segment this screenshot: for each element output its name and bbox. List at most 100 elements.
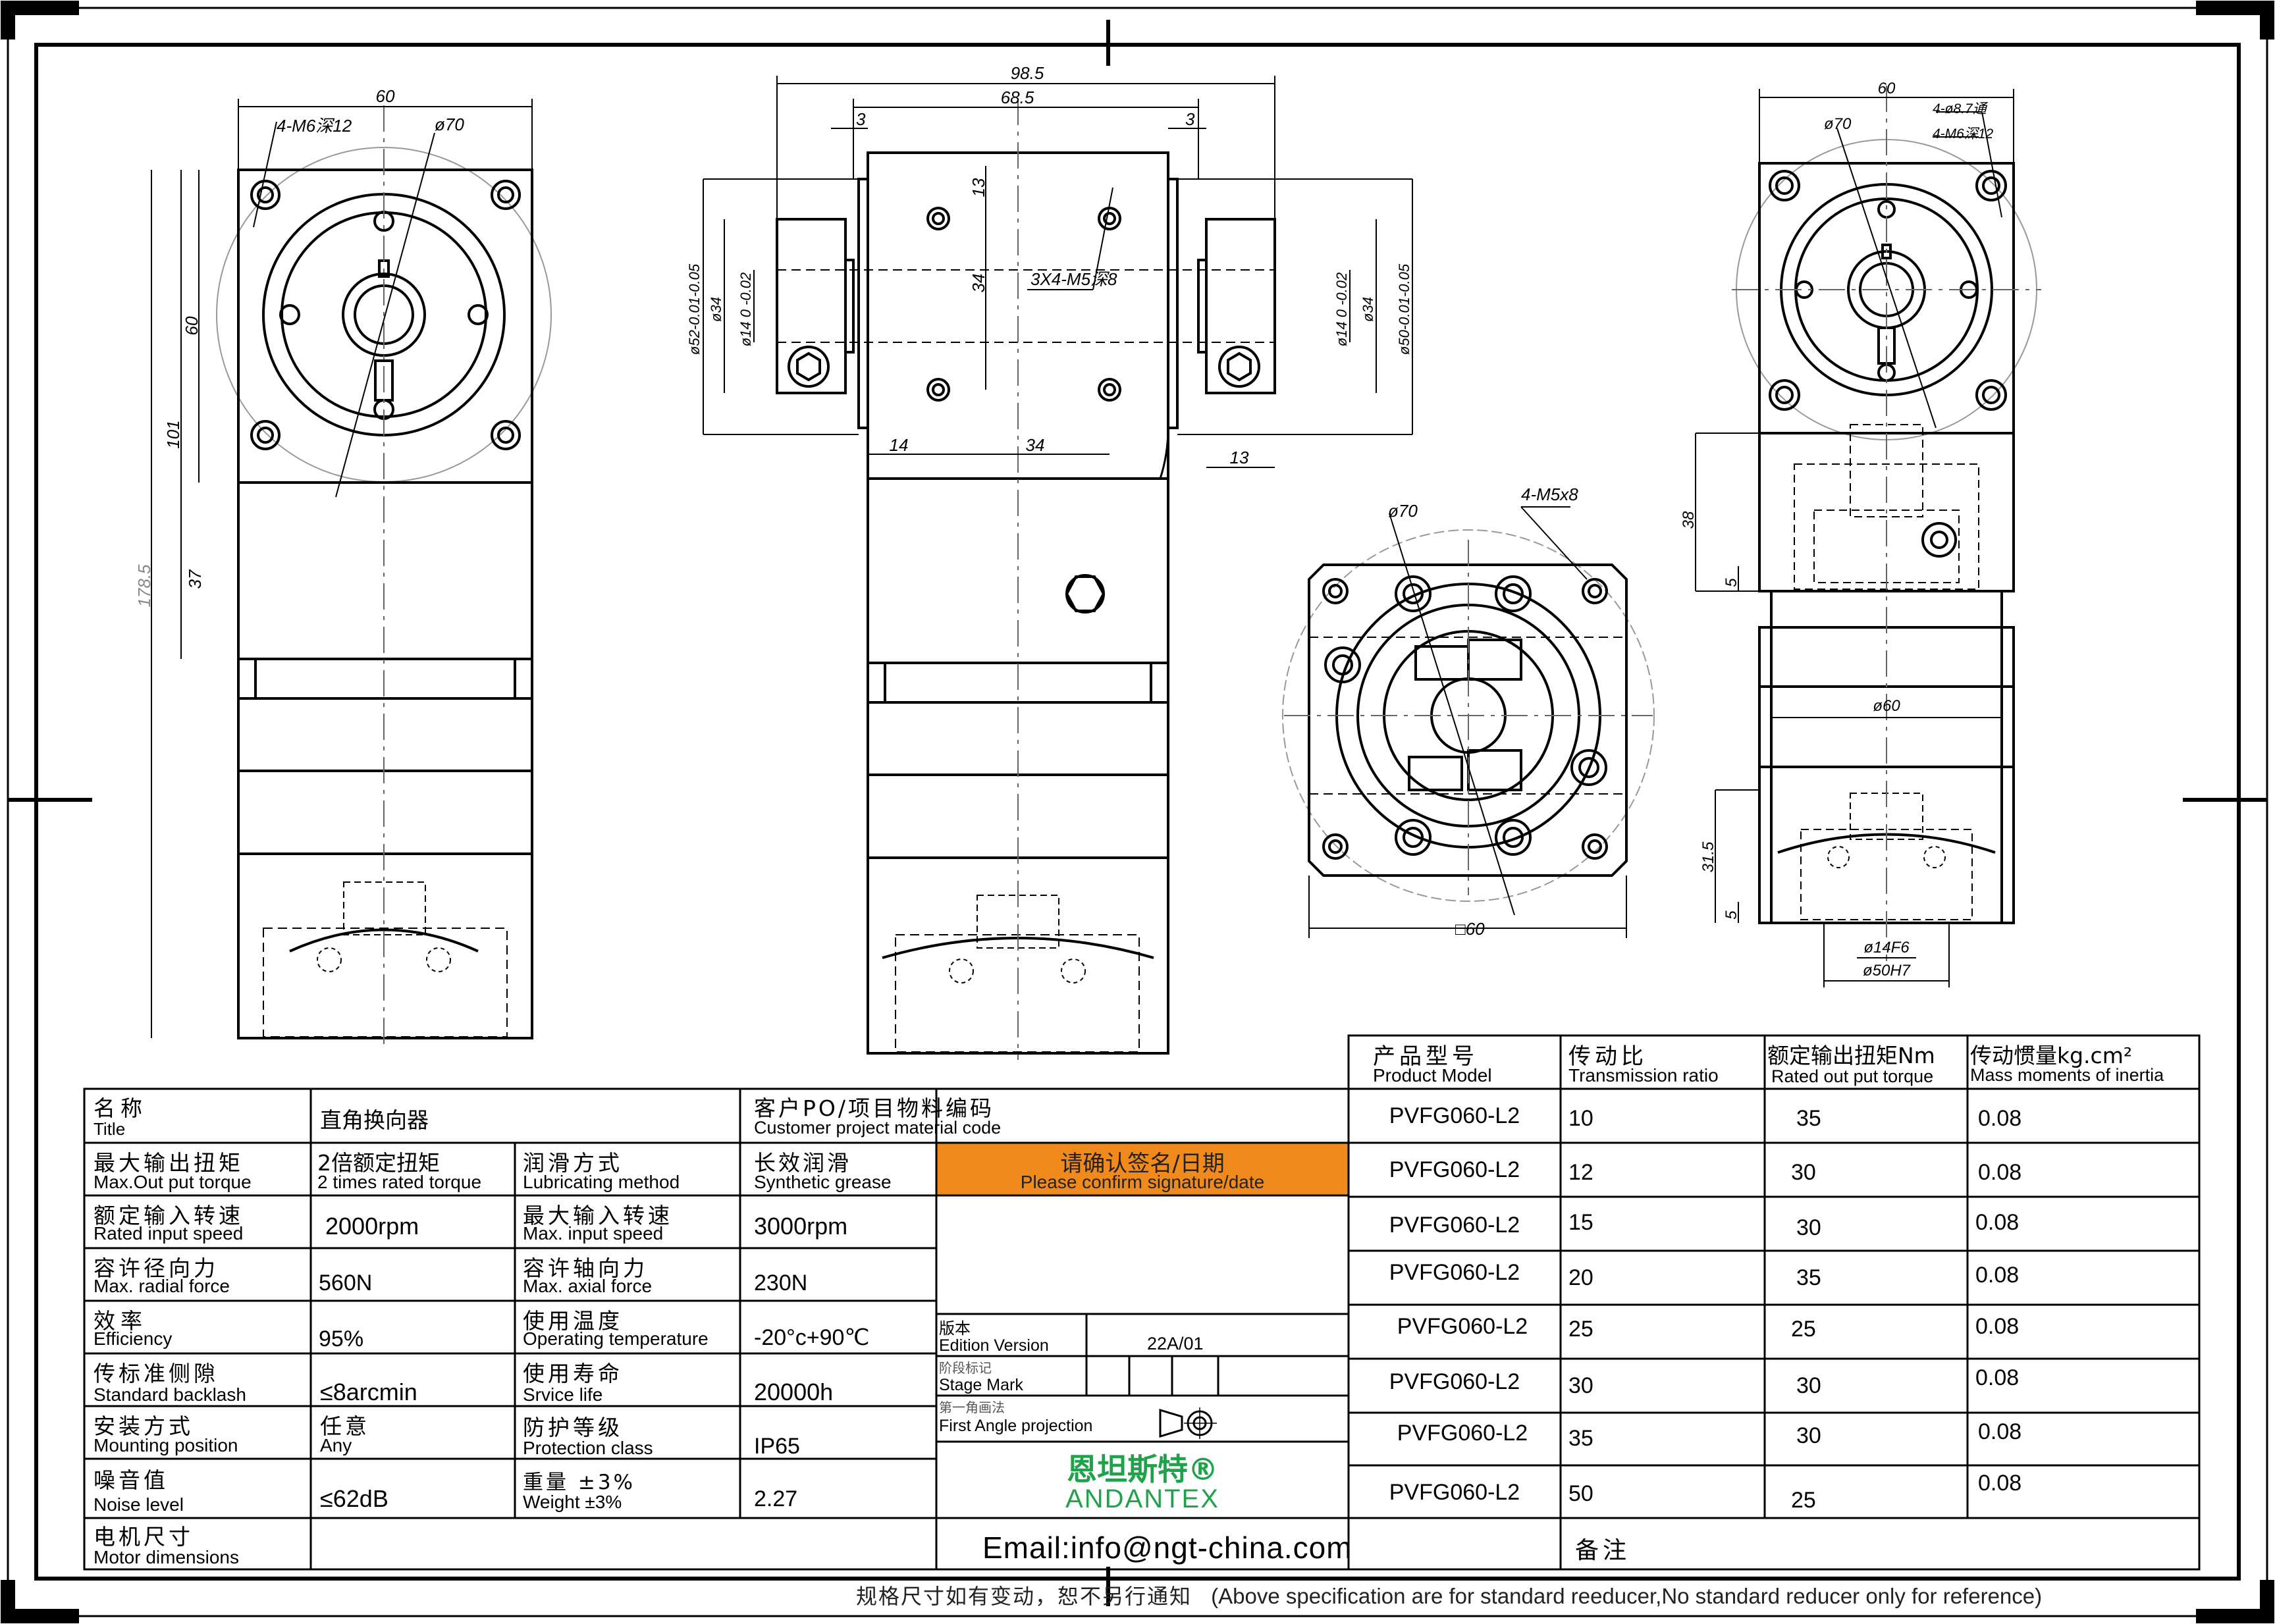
dim-gap-right: 3 bbox=[1185, 109, 1195, 129]
dim-tap-holes-b: 4-M5x8 bbox=[1521, 485, 1578, 504]
label-max-speed-cn: 最大输入转速 bbox=[523, 1203, 673, 1228]
table-row-1-inertia: 0.08 bbox=[1978, 1160, 2022, 1185]
dim-top-13: 13 bbox=[969, 178, 988, 197]
label-noise-en: Noise level bbox=[94, 1494, 184, 1515]
table-row-4-inertia: 0.08 bbox=[1975, 1314, 2020, 1339]
projection-cn: 第一角画法 bbox=[939, 1400, 1005, 1415]
dim-height-315: 31.5 bbox=[1700, 841, 1717, 872]
dim-circle-b: ø70 bbox=[1388, 501, 1418, 521]
dim-bottom-14: 14 bbox=[890, 435, 909, 455]
value-radial-force: 560N bbox=[319, 1270, 373, 1296]
confirm-cn: 请确认签名/日期 bbox=[1060, 1151, 1225, 1177]
dim-height-5b: 5 bbox=[1723, 910, 1740, 920]
contact-email[interactable]: Email:info@ngt-china.com bbox=[982, 1531, 1352, 1565]
value-lube-en: Synthetic grease bbox=[754, 1172, 892, 1192]
label-title-cn: 名称 bbox=[94, 1095, 147, 1121]
dim-d60: ø60 bbox=[1873, 697, 1900, 715]
dim-d50: ø50H7 bbox=[1863, 962, 1912, 980]
value-noise: ≤62dB bbox=[320, 1485, 388, 1512]
table-row-2-torque: 30 bbox=[1796, 1215, 1821, 1240]
dim-left-d2: ø34 bbox=[708, 297, 724, 322]
dim-tap-holes-c: 3X4-M5深8 bbox=[1030, 269, 1117, 289]
table-row-4-torque: 25 bbox=[1791, 1317, 1816, 1342]
label-title-en: Title bbox=[94, 1119, 126, 1139]
header-ratio-en: Transmission ratio bbox=[1568, 1065, 1719, 1086]
value-weight: 2.27 bbox=[754, 1486, 798, 1511]
label-rated-speed-en: Rated input speed bbox=[94, 1223, 244, 1244]
left-view bbox=[151, 99, 552, 1047]
table-row-5-ratio: 30 bbox=[1568, 1373, 1593, 1398]
label-efficiency-cn: 效率 bbox=[94, 1308, 147, 1334]
label-radial-force-en: Max. radial force bbox=[94, 1276, 230, 1296]
table-row-1-model: PVFG060-L2 bbox=[1389, 1157, 1520, 1182]
table-row-3-inertia: 0.08 bbox=[1975, 1263, 2020, 1288]
header-torque-cn: 额定输出扭矩Nm bbox=[1767, 1043, 1935, 1068]
bottom-view-labels: ø70 4-M5x8 □60 bbox=[1388, 485, 1578, 939]
edition-cn: 版本 bbox=[939, 1319, 971, 1338]
label-max-torque-en: Max.Out put torque bbox=[94, 1172, 252, 1192]
dim-right-d2: ø34 bbox=[1360, 297, 1376, 322]
right-view-labels: 60 4-ø8.7通 4-M6深12 ø70 38 5 ø60 31.5 5 ø… bbox=[1680, 80, 1994, 980]
dim-shaft-13: 13 bbox=[1230, 448, 1249, 467]
right-view bbox=[1695, 86, 2041, 987]
table-row-7-inertia: 0.08 bbox=[1978, 1471, 2022, 1496]
header-inertia-cn: 传动惯量kg.cm² bbox=[1970, 1043, 2133, 1068]
value-max-torque-en: 2 times rated torque bbox=[317, 1172, 482, 1192]
table-row-6-model: PVFG060-L2 bbox=[1397, 1421, 1528, 1446]
label-efficiency-en: Efficiency bbox=[94, 1328, 173, 1349]
brand-logo-cn: 恩坦斯特® bbox=[1067, 1452, 1218, 1487]
dim-holes-1: 4-ø8.7通 bbox=[1933, 101, 1989, 117]
brand-logo-en: ANDANTEX bbox=[1065, 1484, 1219, 1513]
table-row-1-ratio: 12 bbox=[1568, 1160, 1593, 1185]
value-title: 直角换向器 bbox=[320, 1107, 429, 1133]
table-row-3-torque: 35 bbox=[1796, 1265, 1821, 1290]
dim-left-d3: ø14 0 -0.02 bbox=[737, 273, 754, 347]
center-view bbox=[703, 76, 1413, 1060]
dim-d14: ø14F6 bbox=[1863, 939, 1910, 956]
value-mounting-cn: 任意 bbox=[320, 1413, 370, 1439]
table-row-5-inertia: 0.08 bbox=[1975, 1365, 2020, 1390]
table-row-6-torque: 30 bbox=[1796, 1423, 1821, 1448]
label-weight-cn: 重量 ±3% bbox=[523, 1471, 636, 1494]
label-temperature-cn: 使用温度 bbox=[523, 1308, 623, 1334]
label-lube-cn: 润滑方式 bbox=[523, 1150, 623, 1176]
bottom-flange-view bbox=[1282, 506, 1655, 938]
label-rated-speed-cn: 额定输入转速 bbox=[94, 1203, 244, 1228]
value-max-torque-cn: 2倍额定扭矩 bbox=[317, 1150, 440, 1176]
label-lube-en: Lubricating method bbox=[523, 1172, 680, 1192]
value-protection: IP65 bbox=[754, 1434, 800, 1459]
edition-en: Edition Version bbox=[939, 1336, 1049, 1355]
table-row-2-ratio: 15 bbox=[1568, 1210, 1593, 1235]
dim-height-5a: 5 bbox=[1723, 578, 1740, 587]
table-row-4-model: PVFG060-L2 bbox=[1397, 1314, 1528, 1339]
label-motor-cn: 电机尺寸 bbox=[94, 1524, 194, 1550]
dim-square: □60 bbox=[1455, 919, 1485, 939]
value-max-speed: 3000rpm bbox=[754, 1213, 848, 1240]
header-torque-en: Rated out put torque bbox=[1771, 1066, 1934, 1086]
label-protection-en: Protection class bbox=[523, 1438, 653, 1458]
dim-body: 68.5 bbox=[1001, 88, 1034, 107]
label-service-life-en: Srvice life bbox=[523, 1384, 603, 1405]
label-backlash-cn: 传标准侧隙 bbox=[94, 1361, 219, 1386]
value-service-life: 20000h bbox=[754, 1378, 834, 1405]
label-po-en: Customer project material code bbox=[754, 1118, 1002, 1138]
label-noise-cn: 噪音值 bbox=[94, 1467, 169, 1493]
dim-flange-height: 60 bbox=[182, 316, 201, 335]
confirm-en: Please confirm signature/date bbox=[1020, 1172, 1265, 1192]
dim-right-d1: ø14 0 -0.02 bbox=[1333, 273, 1350, 347]
value-backlash: ≤8arcmin bbox=[320, 1378, 417, 1405]
label-mounting-en: Mounting position bbox=[94, 1435, 238, 1455]
label-axial-force-en: Max. axial force bbox=[523, 1276, 653, 1296]
table-row-7-torque: 25 bbox=[1791, 1488, 1816, 1513]
value-lube-cn: 长效润滑 bbox=[754, 1150, 851, 1176]
projection-en: First Angle projection bbox=[939, 1417, 1093, 1435]
dim-left-d1: ø52-0.01-0.05 bbox=[686, 263, 703, 355]
center-view-labels: 98.5 68.5 3 3 13 34 3X4-M5深8 14 34 13 ø5… bbox=[686, 63, 1412, 467]
value-rated-speed: 2000rpm bbox=[325, 1213, 419, 1240]
dim-right-d3: ø50-0.01-0.05 bbox=[1396, 263, 1412, 355]
label-mounting-cn: 安装方式 bbox=[94, 1413, 194, 1439]
header-model-cn: 产品型号 bbox=[1373, 1043, 1478, 1070]
header-model-en: Product Model bbox=[1373, 1065, 1492, 1086]
dim-top-width: 60 bbox=[376, 86, 395, 106]
